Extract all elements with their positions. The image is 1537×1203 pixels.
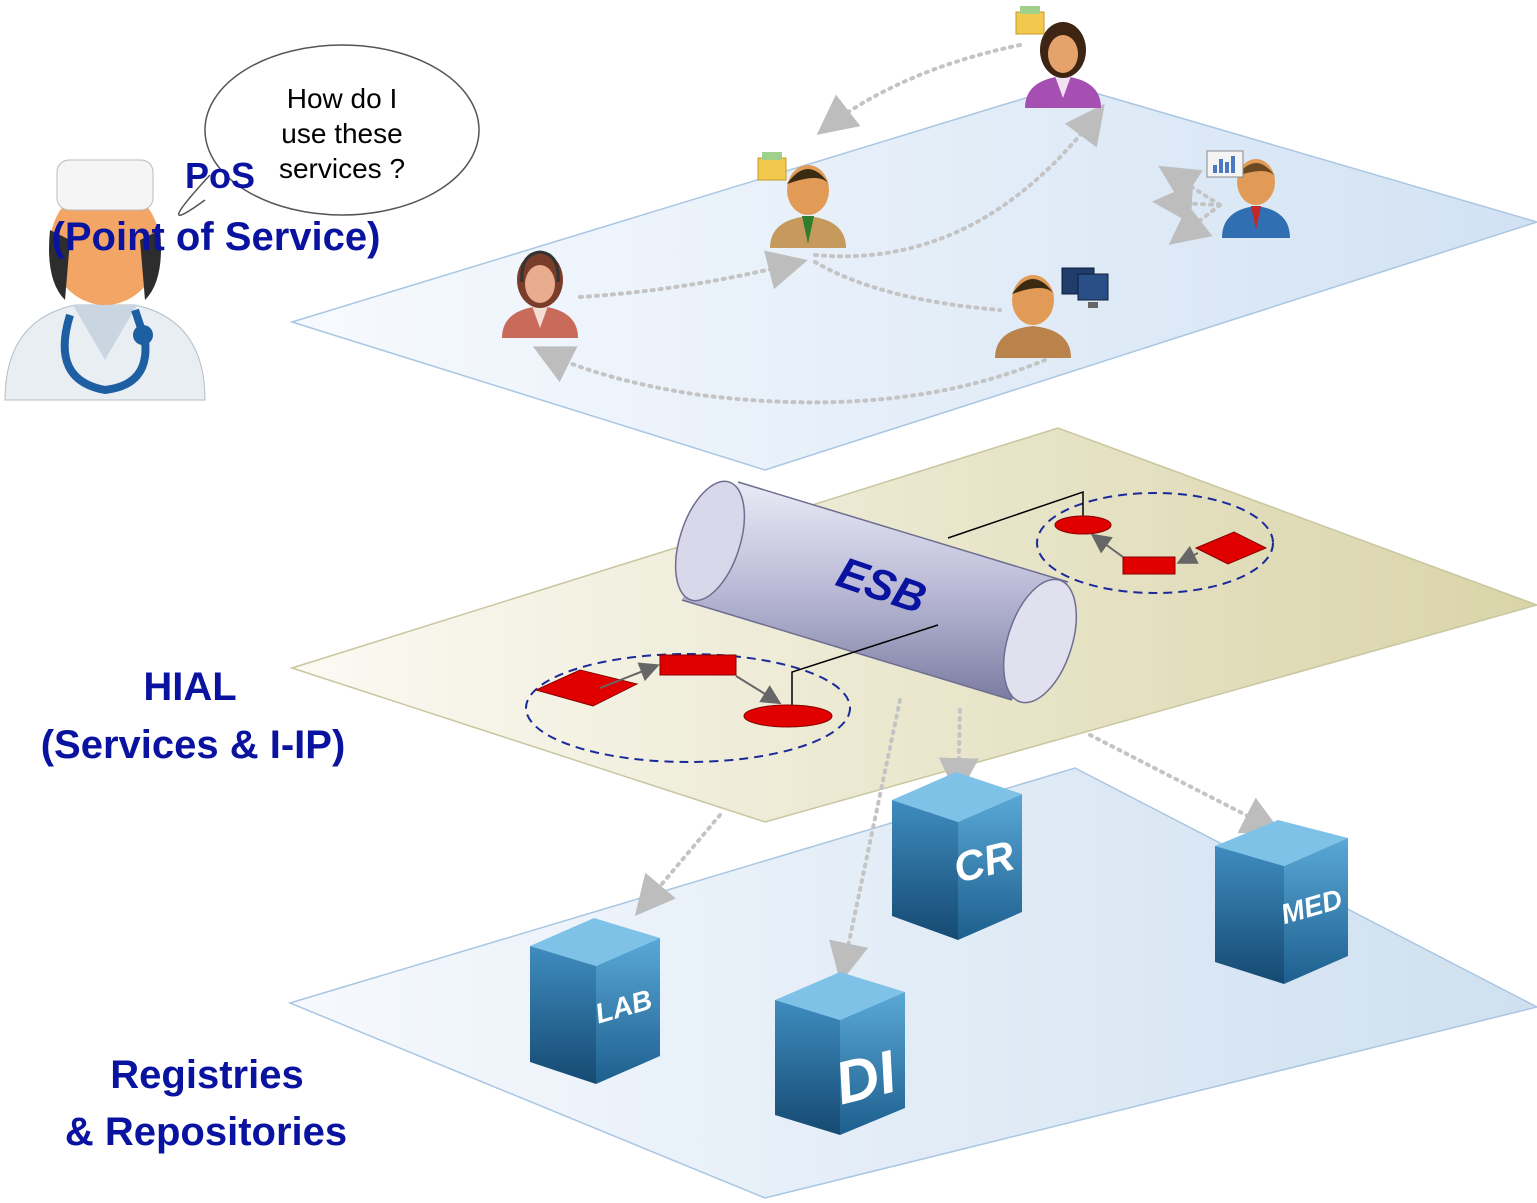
repository-cube-di: DI bbox=[775, 972, 905, 1135]
chart-icon bbox=[1206, 150, 1244, 178]
process-group-right bbox=[947, 490, 1274, 594]
doctor-icon bbox=[4, 159, 206, 401]
person-icon bbox=[995, 275, 1071, 358]
repository-cube-med: MED bbox=[1215, 820, 1348, 984]
computer-icon bbox=[1061, 267, 1109, 308]
folder-icon bbox=[757, 152, 787, 181]
repository-cube-lab: LAB bbox=[530, 918, 660, 1084]
pos-label-line2: (Point of Service) bbox=[52, 215, 381, 259]
esb-cylinder: ESB bbox=[674, 480, 1078, 704]
bubble-line-2: use these bbox=[281, 118, 402, 149]
process-group-left bbox=[525, 624, 939, 763]
pos-plane bbox=[289, 84, 1537, 471]
hial-label-line2: (Services & I-IP) bbox=[41, 723, 346, 767]
bubble-line-3: services ? bbox=[279, 153, 405, 184]
pos-interactions bbox=[532, 43, 1222, 405]
person-icon bbox=[1025, 22, 1101, 108]
person-icon bbox=[1222, 159, 1290, 238]
bubble-line-1: How do I bbox=[287, 83, 398, 114]
folder-icon bbox=[1015, 6, 1045, 35]
hial-label-line1: HIAL bbox=[143, 665, 236, 709]
pos-label-line1: PoS bbox=[185, 155, 255, 196]
repository-cube-cr: CR bbox=[892, 772, 1022, 940]
registries-label-line1: Registries bbox=[110, 1053, 303, 1097]
registries-label-line2: & Repositories bbox=[65, 1110, 347, 1154]
person-icon bbox=[770, 165, 846, 248]
speech-bubble: How do I use these services ? bbox=[178, 44, 480, 216]
person-icon bbox=[502, 250, 578, 338]
